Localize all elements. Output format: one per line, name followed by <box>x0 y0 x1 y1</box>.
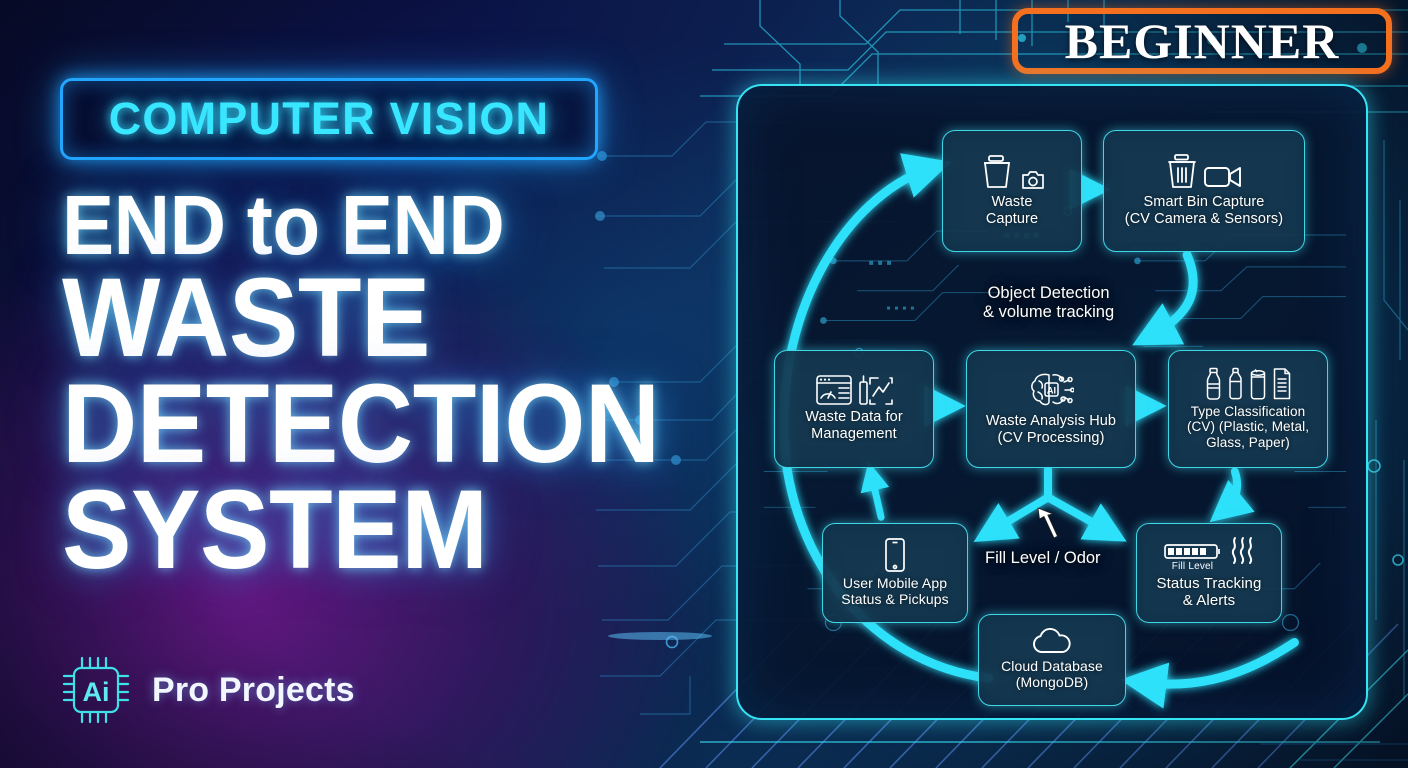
ai-chip-text: Ai <box>83 677 110 707</box>
node-icons: Fill Level <box>1163 536 1256 572</box>
node-subtitle-2: Glass, Paper) <box>1206 434 1290 450</box>
dashboard-icon <box>815 375 852 406</box>
node-waste-analysis-hub[interactable]: AI Waste Analysis Hub (CV Processing) <box>966 350 1136 468</box>
node-title: Waste Data for <box>805 409 903 426</box>
node-user-mobile-app[interactable]: User Mobile App Status & Pickups <box>822 523 968 623</box>
node-subtitle: (CV) (Plastic, Metal, <box>1186 419 1310 435</box>
trash-bin-icon <box>983 155 1010 189</box>
node-label: Smart Bin Capture (CV Camera & Sensors) <box>1125 194 1283 227</box>
node-label: Waste Data for Management <box>805 409 903 442</box>
node-subtitle: (CV Processing) <box>997 430 1105 446</box>
node-icons: AI <box>1028 370 1074 410</box>
node-icons <box>815 374 894 406</box>
analytics-chart-icon <box>858 375 893 406</box>
node-title: Status Tracking <box>1156 574 1262 592</box>
node-cloud-database[interactable]: Cloud Database (MongoDB) <box>978 614 1126 706</box>
node-title: Smart Bin Capture <box>1143 194 1265 211</box>
category-badge: COMPUTER VISION <box>60 78 598 160</box>
node-subtitle: Status & Pickups <box>841 591 949 607</box>
odor-waves-icon <box>1231 536 1252 564</box>
node-label: Type Classification (CV) (Plastic, Metal… <box>1187 404 1309 450</box>
brand-name: Pro Projects <box>152 670 355 709</box>
ai-chip-icon: Ai <box>58 652 134 728</box>
category-badge-label: COMPUTER VISION <box>108 93 550 144</box>
node-title: Waste Analysis Hub <box>985 413 1117 430</box>
ai-brain-icon: AI <box>1031 374 1074 406</box>
trash-bin-icon <box>1167 154 1196 189</box>
level-badge: BEGINNER <box>1012 8 1392 74</box>
node-label: Waste Capture <box>986 194 1038 227</box>
node-subtitle: (MongoDB) <box>1015 674 1089 690</box>
node-waste-capture[interactable]: Waste Capture <box>942 130 1082 252</box>
node-icons <box>1205 367 1292 401</box>
node-label: Status Tracking & Alerts <box>1157 575 1262 609</box>
plastic-bottle-icon <box>1206 367 1220 400</box>
node-subtitle: Capture <box>985 211 1039 227</box>
fill-level-caption: Fill Level <box>1171 560 1214 572</box>
node-label: Cloud Database (MongoDB) <box>1001 658 1103 691</box>
fill-level-gauge-icon <box>1163 544 1220 559</box>
node-waste-data-management[interactable]: Waste Data for Management <box>774 350 934 468</box>
flow-diagram-panel: Waste Capture <box>736 84 1368 720</box>
node-icons <box>883 537 907 573</box>
camera-icon <box>1021 171 1044 190</box>
headline-line-4: SYSTEM <box>62 467 488 593</box>
node-subtitle: & Alerts <box>1182 592 1236 609</box>
node-title: User Mobile App <box>842 575 948 592</box>
headline-line-1: END to END <box>62 178 505 272</box>
left-content-column: COMPUTER VISION END to END WASTE DETECTI… <box>0 0 700 768</box>
brand-logo: Ai Pro Projects <box>58 652 355 728</box>
node-smart-bin-capture[interactable]: Smart Bin Capture (CV Camera & Sensors) <box>1103 130 1305 252</box>
video-camera-icon <box>1203 167 1241 188</box>
node-icons <box>1030 628 1074 656</box>
node-icons <box>1166 153 1243 191</box>
svg-text:AI: AI <box>1047 386 1056 396</box>
node-title: Type Classification <box>1190 403 1306 419</box>
paper-sheet-icon <box>1273 368 1290 400</box>
metal-can-icon <box>1228 367 1242 400</box>
cloud-icon <box>1033 628 1071 653</box>
node-type-classification[interactable]: Type Classification (CV) (Plastic, Metal… <box>1168 350 1328 468</box>
node-label: Waste Analysis Hub (CV Processing) <box>986 413 1116 446</box>
headline-line-3: DETECTION <box>62 361 660 487</box>
page-title: END to END WASTE DETECTION SYSTEM <box>62 178 682 593</box>
node-icons <box>980 153 1045 191</box>
node-subtitle: Management <box>811 426 897 442</box>
level-badge-label: BEGINNER <box>1064 13 1340 69</box>
node-status-tracking-alerts[interactable]: Fill Level Status Tracking & Alerts <box>1136 523 1282 623</box>
node-subtitle: (CV Camera & Sensors) <box>1124 211 1284 227</box>
node-title: Waste <box>991 194 1033 211</box>
node-label: User Mobile App Status & Pickups <box>841 575 949 608</box>
node-title: Cloud Database <box>1001 658 1103 675</box>
headline-line-2: WASTE <box>62 255 431 381</box>
glass-jar-icon <box>1250 368 1265 400</box>
smartphone-icon <box>885 538 905 572</box>
